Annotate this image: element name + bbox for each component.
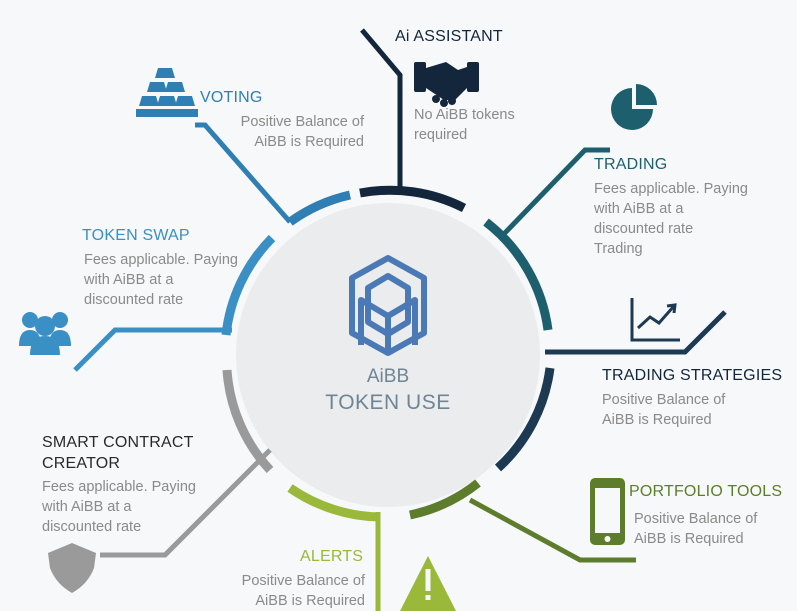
connector-ai-assistant (360, 28, 403, 193)
connector-trading-strategies (545, 310, 727, 355)
ring-arc-alerts (287, 484, 381, 522)
ring-arc-trading (483, 218, 553, 331)
trading-title: TRADING (594, 156, 668, 173)
ring-arc-ai-assistant (359, 185, 467, 213)
handshake-icon (414, 62, 479, 107)
shield-icon (48, 543, 96, 593)
alerts-desc: Positive Balance of AiBB is Required (241, 573, 365, 609)
pie-chart-icon (611, 84, 657, 130)
token-swap-title: TOKEN SWAP (82, 227, 190, 244)
alerts-title: ALERTS (300, 548, 364, 565)
line-chart-icon (630, 298, 680, 342)
ring-arc-portfolio (409, 479, 481, 520)
smart-contract-desc: Fees applicable. Paying with AiBB at a d… (42, 479, 196, 535)
connector-token-swap (73, 327, 232, 372)
connector-trading (498, 147, 610, 240)
ai-assistant-desc: No AiBB tokens required (414, 107, 515, 143)
trading-strategies-title: TRADING STRATEGIES (602, 367, 783, 384)
trading-strategies-desc: Positive Balance of AiBB is Required (602, 392, 726, 428)
aibb-logo-icon (349, 255, 427, 356)
connector-portfolio (468, 497, 636, 563)
smartphone-icon (590, 478, 625, 545)
connector-smart-contract (100, 448, 272, 558)
voting-desc: Positive Balance of AiBB is Required (240, 114, 364, 150)
smart-contract-title: SMART CONTRACT CREATOR (42, 434, 194, 472)
connector-voting (195, 122, 292, 224)
portfolio-tools-desc: Positive Balance of AiBB is Required (634, 511, 758, 547)
ring-arc-voting (287, 190, 352, 226)
ring-arc-trading-strategies (494, 367, 555, 472)
voting-title: VOTING (200, 89, 263, 106)
ai-assistant-title: Ai ASSISTANT (395, 28, 503, 45)
warning-icon (400, 556, 456, 611)
portfolio-tools-title: PORTFOLIO TOOLS (629, 483, 783, 500)
gold-bars-icon (136, 68, 198, 117)
center-subtitle: TOKEN USE (325, 391, 451, 414)
center-name: AiBB (366, 366, 410, 387)
trading-desc: Fees applicable. Paying with AiBB at a d… (594, 181, 748, 257)
token-swap-desc: Fees applicable. Paying with AiBB at a d… (84, 252, 238, 308)
ring-arc-token-swap (221, 234, 276, 336)
users-icon (19, 312, 71, 355)
